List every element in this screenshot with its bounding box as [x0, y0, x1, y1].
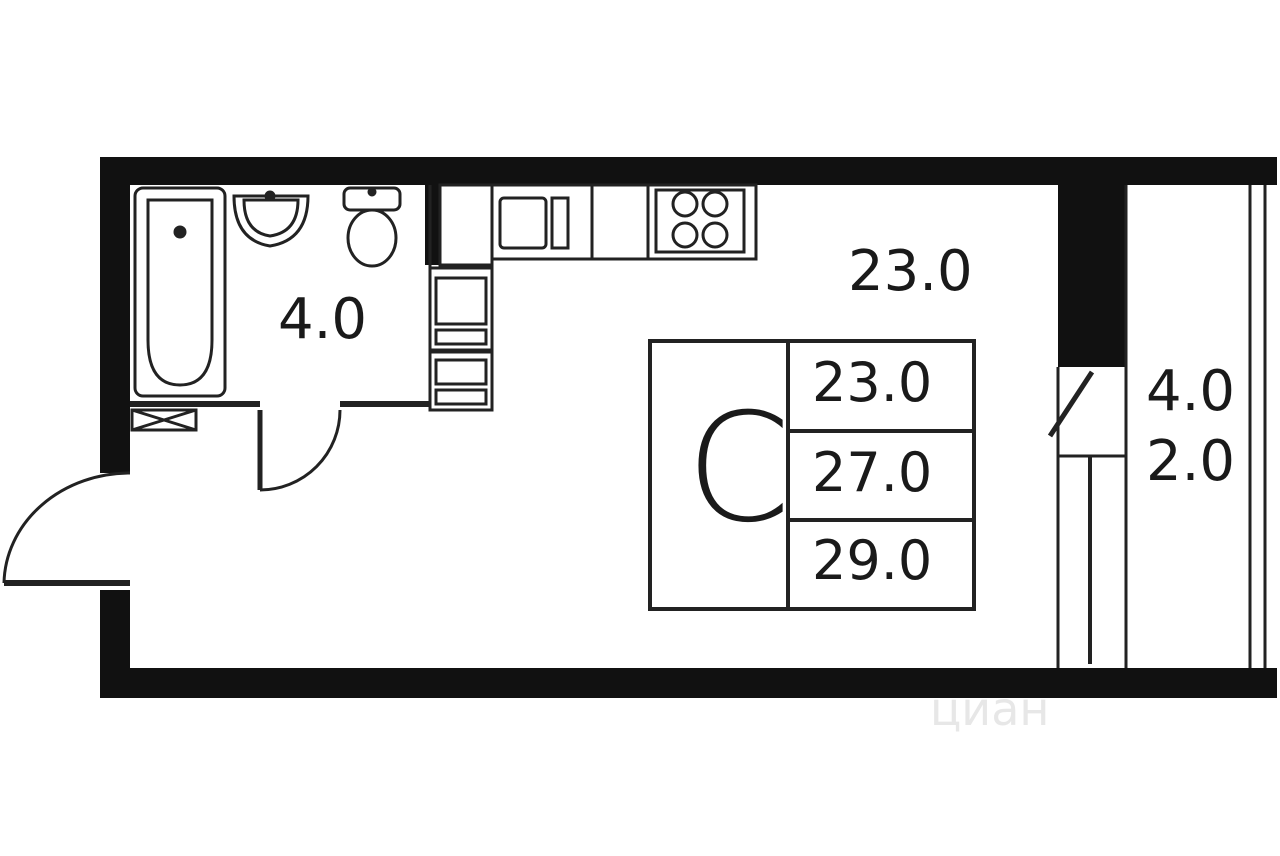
balcony-partition-wall: [1058, 157, 1126, 367]
bath-partition-post: [425, 185, 439, 265]
bathroom-door: [257, 409, 342, 492]
balcony-door: [1047, 370, 1095, 664]
total-area-value: 27.0: [812, 441, 933, 504]
total-area-with-balcony-value: 29.0: [812, 529, 933, 592]
bathtub: [133, 186, 227, 398]
left-wall-lower: [100, 590, 130, 698]
balcony-area-reduced: 2.0: [1146, 429, 1236, 494]
summary-tag-box: [648, 339, 976, 611]
outer-walls: [100, 157, 1277, 698]
living-area-value: 23.0: [812, 351, 933, 414]
left-wall-upper: [100, 157, 130, 473]
bathroom-area: 4.0: [278, 287, 368, 352]
stove: [646, 183, 758, 261]
vent-shaft: [130, 408, 198, 432]
toilet: [342, 186, 402, 268]
balcony-area: 4.0: [1146, 359, 1236, 424]
bottom-wall: [100, 668, 1277, 698]
apartment-type-letter: С: [686, 382, 791, 556]
partitions: [130, 185, 1267, 668]
main-room-area: 23.0: [848, 239, 973, 304]
watermark: циан: [930, 682, 1050, 736]
bathroom-sink: [232, 190, 310, 248]
kitchen-units: [428, 183, 650, 412]
entrance-door: [2, 471, 131, 586]
